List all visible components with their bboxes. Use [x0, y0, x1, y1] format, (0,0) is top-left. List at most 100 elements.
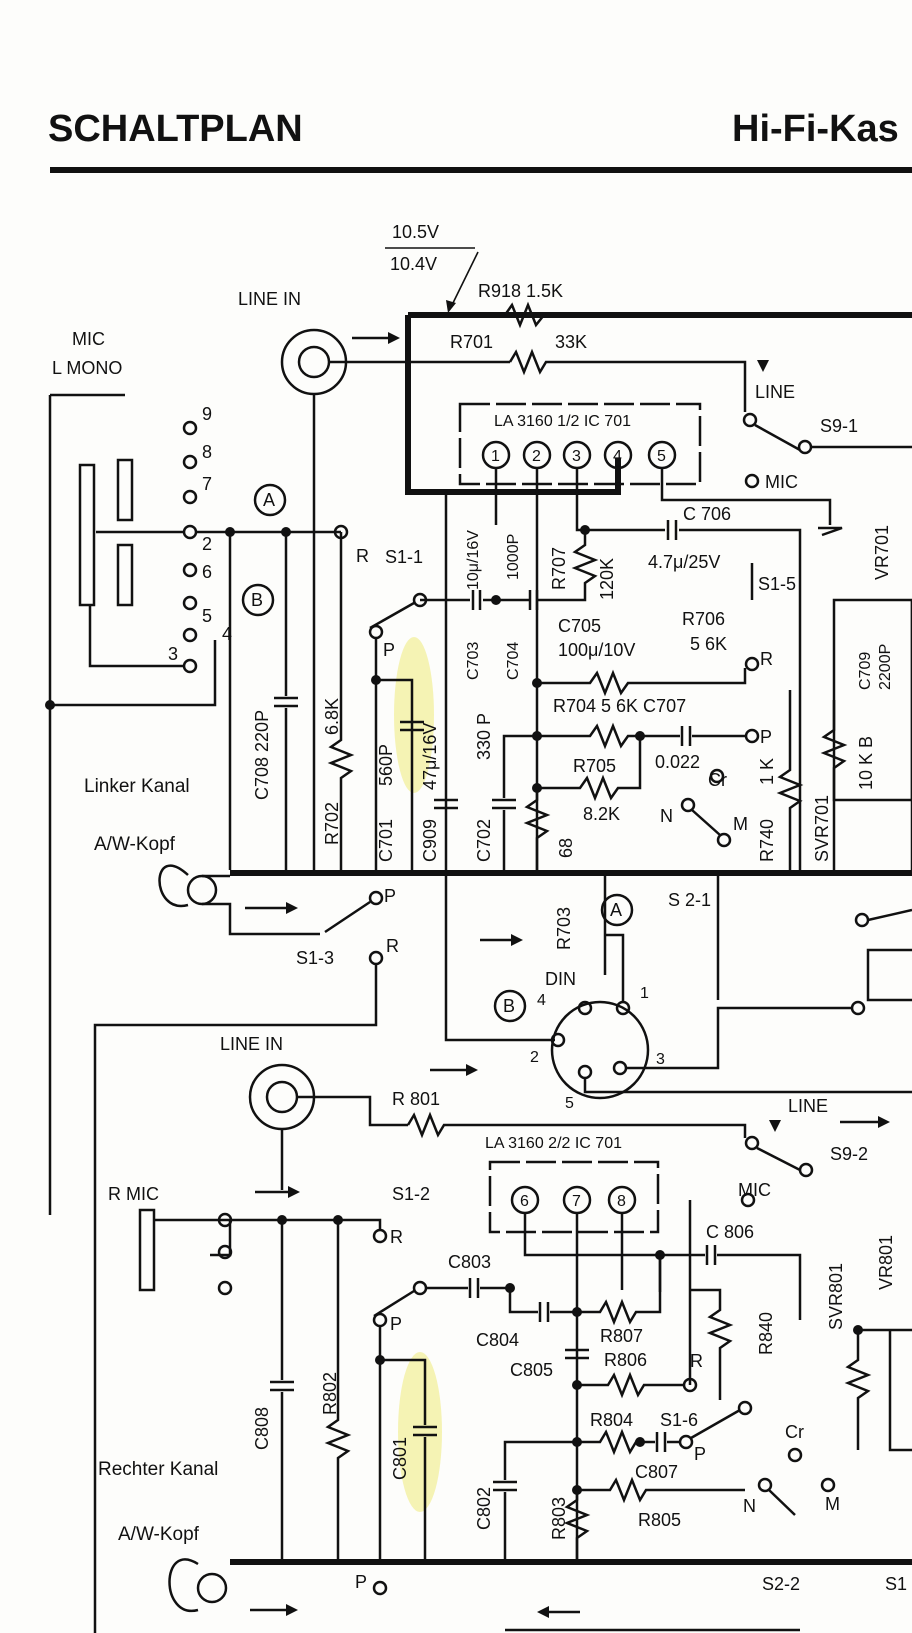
r701-label: R701: [450, 332, 493, 352]
s1-5-contact-p: [744, 728, 760, 744]
din-pin-2: [550, 1032, 566, 1048]
jack-pin4-wire: [50, 640, 217, 707]
ic-pin-7-label: 7: [572, 1193, 581, 1210]
cr-switch-arm-2: [768, 1489, 796, 1516]
ic-pin-1-label: 1: [491, 448, 500, 465]
s9-1-label: S9-1: [820, 416, 858, 436]
c701-node: [371, 675, 381, 685]
s1-2-contact-p: [372, 1312, 388, 1328]
ic-pin-8-label: 8: [617, 1193, 626, 1210]
line-switch-label-2: LINE: [788, 1096, 828, 1116]
c808-label: C808: [252, 1407, 272, 1450]
r807-label: R807: [600, 1326, 643, 1346]
r-mic-contact-3: [217, 1280, 233, 1296]
rechter-kanal-label: Rechter Kanal: [98, 1459, 218, 1480]
r806-label: R806: [604, 1350, 647, 1370]
jack-pin-5-contact: [182, 595, 198, 611]
r805-label: R805: [638, 1510, 681, 1530]
line-in-jack-2-inner: [265, 1080, 299, 1114]
din-pin-3-label: 3: [656, 1051, 665, 1068]
s1-3-contact-p: [368, 890, 384, 906]
s2-1-contact-b: [850, 1000, 866, 1016]
head-1-wire-b: [202, 902, 320, 936]
jack-sleeve: [78, 463, 96, 607]
c702-wire: [502, 734, 537, 798]
voltage-pointer: [451, 251, 479, 306]
c803-node: [505, 1283, 515, 1293]
c804-label: C804: [476, 1330, 519, 1350]
voltage-label-1: 10.5V: [392, 222, 439, 242]
r702-value: 6.8K: [322, 698, 342, 735]
vr701-label: VR701: [872, 525, 892, 580]
c702-value: 330 P: [474, 713, 494, 760]
c709-label: C709: [857, 652, 874, 690]
s9-2-arm: [756, 1146, 801, 1172]
r68-value: 68: [556, 838, 576, 858]
ic-pin-2-label: 2: [532, 448, 541, 465]
din-pin-2-label: 2: [530, 1049, 539, 1066]
s9-1-arm: [754, 423, 801, 452]
c807-label: C807: [635, 1462, 678, 1482]
voltage-pointer-arrow: [446, 300, 456, 313]
c703-label: C703: [465, 642, 482, 680]
jack-pin-4-contact: [182, 627, 198, 643]
cr-label-2: Cr: [785, 1422, 804, 1442]
c705-value: 100μ/10V: [558, 640, 635, 660]
s1-1-arm: [369, 601, 415, 630]
c806-node: [655, 1250, 665, 1260]
line-switch-label-1: LINE: [755, 382, 795, 402]
r740-value: 1 K: [757, 758, 777, 785]
s9-1-contact: [797, 439, 813, 455]
s1-6-label: S1-6: [660, 1410, 698, 1430]
din-pin1-wire: [605, 933, 625, 1002]
r68-resistor: [523, 788, 551, 870]
r701-value: 33K: [555, 332, 587, 352]
r806-resistor: [577, 1371, 685, 1399]
r807-resistor: [550, 1255, 662, 1326]
line-switch-contact-2: [744, 1135, 760, 1151]
n-label-1: N: [660, 806, 673, 826]
c706-label: C 706: [683, 504, 731, 524]
s2-1-label: S 2-1: [668, 890, 711, 910]
r918-label: R918 1.5K: [478, 281, 563, 301]
highlight-c801: [398, 1352, 442, 1512]
marker-b-2: [493, 989, 527, 1023]
ic-pin-3-label: 3: [572, 448, 581, 465]
mic-switch-contact-1: [744, 473, 760, 489]
c805-label: C805: [510, 1360, 553, 1380]
marker-a-1-label: A: [263, 490, 275, 510]
c705-label: C705: [558, 616, 601, 636]
s1-2-contact-common: [412, 1280, 428, 1296]
jack-frame-node: [45, 700, 55, 710]
s1-6-r-label: R: [690, 1351, 703, 1371]
s1-3-label: S1-3: [296, 948, 334, 968]
jack-contact-lower: [116, 543, 134, 607]
r706-label: R706: [682, 609, 725, 629]
c701-label: C701: [376, 819, 396, 862]
s1-3-contact-r: [368, 950, 384, 966]
c708-label: C708 220P: [252, 710, 272, 800]
ic701-1-label: LA 3160 1/2 IC 701: [494, 413, 631, 430]
vr801-label: VR801: [876, 1235, 896, 1290]
marker-b-2-label: B: [503, 996, 515, 1016]
din-socket: [550, 1000, 650, 1100]
mic-label: MIC: [72, 329, 105, 349]
din-label: DIN: [545, 969, 576, 989]
mic-switch-label-1: MIC: [765, 472, 798, 492]
marker-b-1-label: B: [251, 590, 263, 610]
line-arrow-2: [769, 1120, 781, 1132]
m-contact-1: [716, 832, 732, 848]
s1-3-arm: [324, 900, 371, 934]
c801-wire: [380, 1358, 427, 1425]
s1-cut-label: S1: [885, 1574, 907, 1594]
c804-wire: [480, 1286, 538, 1314]
s1-1-label: S1-1: [385, 547, 423, 567]
pin6-wire: [523, 1213, 662, 1292]
s1-6-arm: [690, 1408, 741, 1440]
n-label-2: N: [743, 1496, 756, 1516]
aw-kopf-label-1: A/W-Kopf: [94, 834, 176, 855]
s9-2-contact: [798, 1162, 814, 1178]
head-coil-1: [158, 864, 189, 908]
r706-value: 5 6K: [690, 634, 727, 654]
s1-1-r-label: R: [356, 546, 369, 566]
